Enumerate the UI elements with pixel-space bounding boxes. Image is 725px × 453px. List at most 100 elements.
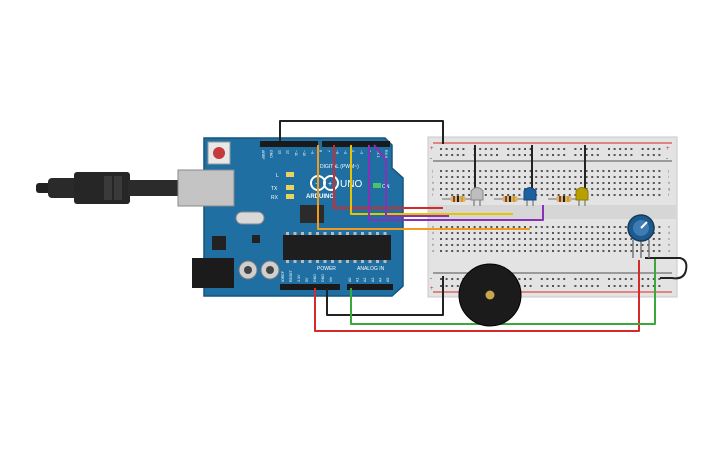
terminal-hole[interactable] <box>641 250 644 252</box>
terminal-hole[interactable] <box>546 244 549 246</box>
terminal-hole[interactable] <box>456 244 459 246</box>
rail-hole[interactable] <box>540 154 543 156</box>
terminal-hole[interactable] <box>557 170 560 172</box>
terminal-hole[interactable] <box>596 182 599 184</box>
rail-hole[interactable] <box>518 154 521 156</box>
rail-hole[interactable] <box>546 154 549 156</box>
rail-hole[interactable] <box>512 154 515 156</box>
terminal-hole[interactable] <box>546 176 549 178</box>
rail-hole[interactable] <box>585 278 588 280</box>
terminal-hole[interactable] <box>445 232 448 234</box>
terminal-hole[interactable] <box>518 226 521 228</box>
terminal-hole[interactable] <box>518 232 521 234</box>
terminal-hole[interactable] <box>552 238 554 240</box>
terminal-hole[interactable] <box>484 194 487 196</box>
terminal-hole[interactable] <box>613 182 616 184</box>
terminal-hole[interactable] <box>451 194 454 196</box>
terminal-hole[interactable] <box>496 250 498 252</box>
terminal-hole[interactable] <box>574 226 577 228</box>
terminal-hole[interactable] <box>456 238 459 240</box>
terminal-hole[interactable] <box>574 238 577 240</box>
terminal-hole[interactable] <box>596 250 599 252</box>
terminal-hole[interactable] <box>535 244 538 246</box>
rail-hole[interactable] <box>484 154 487 156</box>
terminal-hole[interactable] <box>484 170 487 172</box>
terminal-hole[interactable] <box>490 250 493 252</box>
terminal-hole[interactable] <box>647 182 650 184</box>
terminal-hole[interactable] <box>473 238 476 240</box>
terminal-hole[interactable] <box>658 250 661 252</box>
terminal-hole[interactable] <box>462 182 465 184</box>
terminal-hole[interactable] <box>535 250 538 252</box>
rail-hole[interactable] <box>496 154 498 156</box>
wire-green-a0[interactable] <box>350 258 656 325</box>
terminal-hole[interactable] <box>451 250 454 252</box>
terminal-hole[interactable] <box>568 194 571 196</box>
rail-hole[interactable] <box>652 278 655 280</box>
terminal-hole[interactable] <box>484 226 487 228</box>
terminal-hole[interactable] <box>501 232 504 234</box>
terminal-hole[interactable] <box>546 232 549 234</box>
terminal-hole[interactable] <box>641 182 644 184</box>
terminal-hole[interactable] <box>496 232 498 234</box>
terminal-hole[interactable] <box>440 188 442 190</box>
terminal-hole[interactable] <box>557 238 560 240</box>
wire-orange-pin[interactable] <box>317 145 530 230</box>
terminal-hole[interactable] <box>456 182 459 184</box>
terminal-hole[interactable] <box>624 244 627 246</box>
terminal-hole[interactable] <box>647 176 650 178</box>
terminal-hole[interactable] <box>524 188 526 190</box>
terminal-hole[interactable] <box>501 176 504 178</box>
rail-hole[interactable] <box>552 154 554 156</box>
terminal-hole[interactable] <box>540 182 543 184</box>
terminal-hole[interactable] <box>546 250 549 252</box>
rail-hole[interactable] <box>580 154 582 156</box>
terminal-hole[interactable] <box>473 244 476 246</box>
rail-hole[interactable] <box>563 148 566 150</box>
white-led[interactable] <box>470 187 484 207</box>
rail-hole[interactable] <box>524 154 526 156</box>
terminal-hole[interactable] <box>574 176 577 178</box>
terminal-hole[interactable] <box>574 232 577 234</box>
terminal-hole[interactable] <box>591 194 594 196</box>
terminal-hole[interactable] <box>540 232 543 234</box>
rail-hole[interactable] <box>546 148 549 150</box>
terminal-hole[interactable] <box>496 170 498 172</box>
rail-hole[interactable] <box>658 278 661 280</box>
terminal-hole[interactable] <box>546 194 549 196</box>
terminal-hole[interactable] <box>608 250 610 252</box>
terminal-hole[interactable] <box>574 194 577 196</box>
terminal-hole[interactable] <box>445 182 448 184</box>
terminal-hole[interactable] <box>490 182 493 184</box>
terminal-hole[interactable] <box>496 244 498 246</box>
rail-hole[interactable] <box>529 278 532 280</box>
terminal-hole[interactable] <box>658 182 661 184</box>
rail-hole[interactable] <box>630 148 633 150</box>
terminal-hole[interactable] <box>630 250 633 252</box>
terminal-hole[interactable] <box>568 188 571 190</box>
terminal-hole[interactable] <box>613 250 616 252</box>
wire-purple-pin[interactable] <box>368 145 544 221</box>
rail-hole[interactable] <box>608 148 610 150</box>
terminal-hole[interactable] <box>490 176 493 178</box>
terminal-hole[interactable] <box>585 232 588 234</box>
terminal-hole[interactable] <box>563 232 566 234</box>
rail-hole[interactable] <box>624 148 627 150</box>
rail-hole[interactable] <box>524 285 526 287</box>
terminal-hole[interactable] <box>568 176 571 178</box>
terminal-hole[interactable] <box>468 226 470 228</box>
terminal-hole[interactable] <box>462 188 465 190</box>
rail-hole[interactable] <box>596 285 599 287</box>
terminal-hole[interactable] <box>518 194 521 196</box>
terminal-hole[interactable] <box>507 244 510 246</box>
terminal-hole[interactable] <box>512 170 515 172</box>
terminal-hole[interactable] <box>524 238 526 240</box>
analog-header[interactable] <box>347 284 393 290</box>
terminal-hole[interactable] <box>658 244 661 246</box>
terminal-hole[interactable] <box>535 188 538 190</box>
rail-hole[interactable] <box>647 154 650 156</box>
terminal-hole[interactable] <box>479 232 482 234</box>
rail-hole[interactable] <box>440 148 442 150</box>
terminal-hole[interactable] <box>473 250 476 252</box>
terminal-hole[interactable] <box>462 250 465 252</box>
